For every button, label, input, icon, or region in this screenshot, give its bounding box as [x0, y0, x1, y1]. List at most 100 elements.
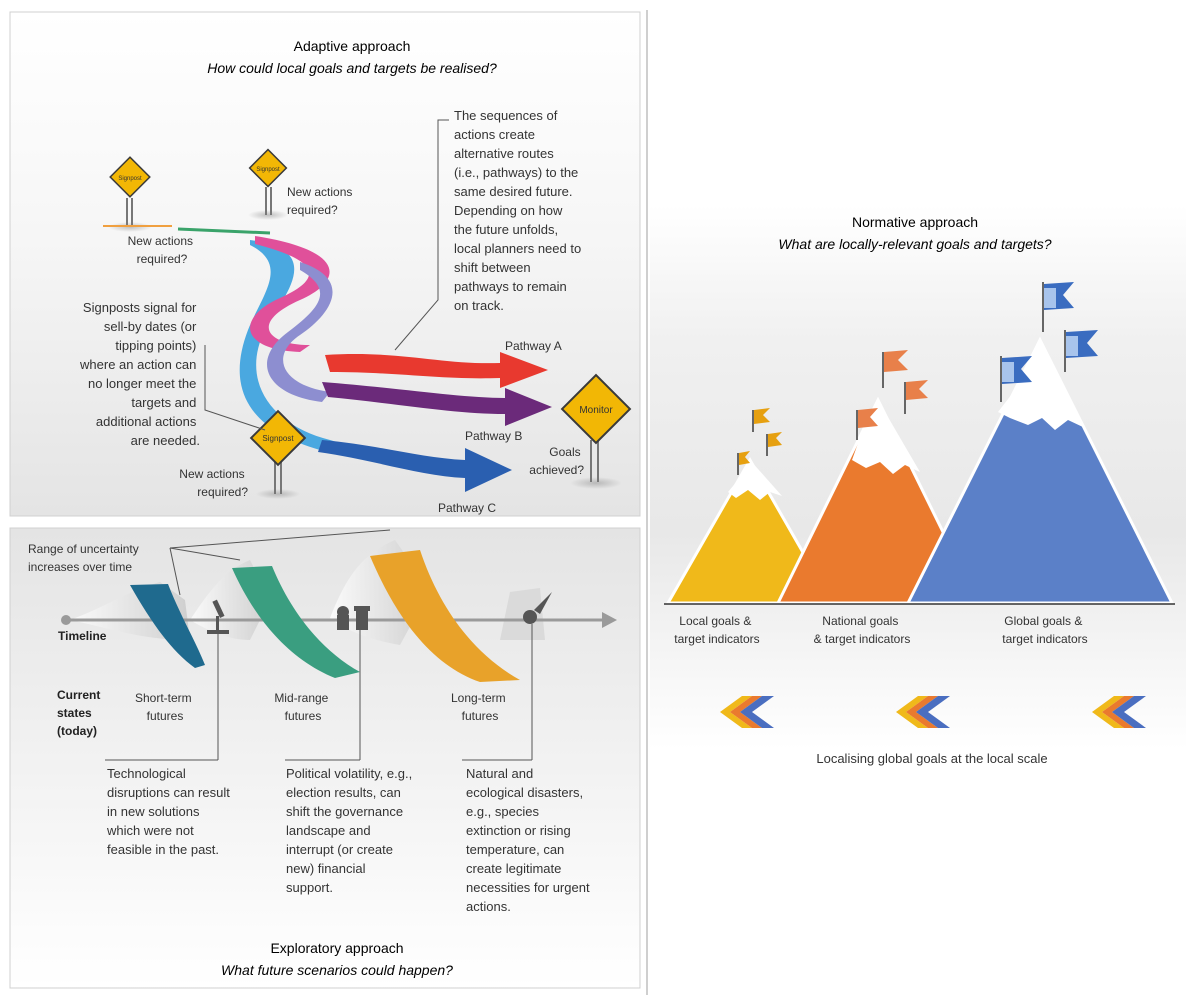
natural-note: Natural and ecological disasters, e.g., …: [466, 766, 593, 914]
signpost-3-pole: [274, 462, 276, 494]
flag-pole: [904, 382, 906, 414]
signposts-note-line-2: sell-by dates (or: [104, 319, 197, 334]
flag-icon-local-3: [766, 432, 782, 456]
political-note: Political volatility, e.g., election res…: [286, 766, 416, 895]
new-actions-2-line-1: New actions: [287, 185, 352, 199]
exploratory-panel: [9, 527, 641, 989]
chevron-left-icon-3: [1092, 696, 1146, 728]
short-term-ribbon: [130, 584, 205, 668]
current-states-line-1: Current: [57, 688, 100, 702]
sequences-note-line-9: shift between: [454, 260, 531, 275]
national-goals-label: National goals & target indicators: [814, 614, 911, 646]
flag-pole: [1042, 282, 1044, 332]
flag-icon-global-2: [1000, 356, 1032, 402]
political-note-line-1: Political volatility, e.g.,: [286, 766, 412, 781]
range-note-pointer: [169, 547, 181, 596]
natural-note-line-6: create legitimate: [466, 861, 561, 876]
tech-note-line-3: in new solutions: [107, 804, 200, 819]
national-label-line-1: National goals: [822, 614, 898, 628]
sequences-note-line-6: Depending on how: [454, 203, 563, 218]
political-note-line-5: interrupt (or create: [286, 842, 393, 857]
signpost-2-pole: [265, 187, 267, 215]
uncertainty-cone-4: [500, 588, 545, 640]
political-note-line-4: landscape and: [286, 823, 371, 838]
signposts-note-pointer: [204, 345, 266, 431]
flag-pole: [856, 410, 858, 440]
timeline-arrowhead: [602, 612, 617, 628]
signpost-3-label: Signpost: [262, 434, 294, 443]
national-label-line-2: & target indicators: [814, 632, 911, 646]
natural-note-line-5: temperature, can: [466, 842, 564, 857]
adaptive-subtitle: How could local goals and targets be rea…: [207, 60, 497, 76]
local-mountain-body: [665, 456, 835, 605]
signposts-note: Signposts signal for sell-by dates (or t…: [79, 300, 200, 448]
flag-cloth: [906, 380, 928, 400]
chess-rook: [356, 610, 368, 630]
flag-icon-national-1: [856, 408, 878, 440]
flag-pole: [882, 352, 884, 388]
current-states-line-3: (today): [57, 724, 97, 738]
ribbon-light-blue: [239, 240, 341, 452]
tech-note-line-5: feasible in the past.: [107, 842, 219, 857]
current-states-label: Current states (today): [57, 688, 104, 738]
signposts-note-line-5: no longer meet the: [88, 376, 196, 391]
timeline-origin: [61, 615, 71, 625]
flag-icon-local-1: [737, 451, 750, 475]
monitor-sign-diamond: [560, 373, 632, 445]
goals-achieved-line-1: Goals: [549, 445, 580, 459]
signposts-note-line-1: Signposts signal for: [83, 300, 197, 315]
political-note-line-3: shift the governance: [286, 804, 403, 819]
sequences-note-line-5: same desired future.: [454, 184, 573, 199]
tech-note-line-2: disruptions can result: [107, 785, 230, 800]
monitor-sign: Monitor: [560, 373, 632, 489]
political-note-line-7: support.: [286, 880, 333, 895]
signposts-note-line-6: targets and: [131, 395, 196, 410]
chess-knight-body: [337, 615, 349, 630]
short-term-line-1: Short-term: [135, 691, 192, 705]
mid-range-ribbon: [232, 566, 360, 678]
current-states-line-2: states: [57, 706, 92, 720]
pathway-b-label: Pathway B: [465, 429, 522, 443]
pathway-c-arrow: [318, 440, 512, 492]
goals-achieved-line-2: achieved?: [529, 463, 584, 477]
national-mountain-body: [775, 396, 981, 605]
sequences-note-line-2: actions create: [454, 127, 535, 142]
long-term-line-1: Long-term: [451, 691, 506, 705]
natural-note-line-7: necessities for urgent: [466, 880, 590, 895]
pathway-b-arrow: [322, 382, 552, 426]
normative-subtitle: What are locally-relevant goals and targ…: [778, 236, 1051, 252]
exploratory-subtitle: What future scenarios could happen?: [221, 962, 453, 978]
signpost-1-label: Signpost: [118, 176, 142, 182]
short-term-label: Short-term futures: [135, 691, 195, 723]
mid-range-line-2: futures: [285, 709, 322, 723]
long-term-ribbon: [370, 550, 520, 682]
flag-cloth: [739, 451, 750, 465]
signpost-3: Signpost: [249, 409, 307, 499]
chevron-yellow: [1092, 696, 1124, 728]
sequences-note-pointer: [394, 119, 449, 351]
signpost-3-shadow: [256, 489, 300, 499]
flag-icon-national-3: [904, 380, 928, 414]
new-actions-3-line-2: required?: [197, 485, 248, 499]
tech-note: Technological disruptions can result in …: [106, 766, 233, 857]
new-actions-2-line-2: required?: [287, 203, 338, 217]
monitor-sign-pole: [590, 440, 592, 482]
start-line-green: [177, 227, 271, 235]
chess-pieces-icon: [337, 606, 370, 630]
flag-pole: [766, 434, 768, 456]
new-actions-label-3: New actions required?: [179, 467, 248, 499]
sequences-note: The sequences of actions create alternat…: [454, 108, 585, 313]
local-mountain: [665, 456, 835, 605]
goals-achieved-label: Goals achieved?: [529, 445, 584, 477]
flag-icon-local-2: [752, 408, 770, 432]
ribbon-lavender: [267, 262, 333, 402]
new-actions-1-line-2: required?: [137, 252, 188, 266]
range-note-line-2: increases over time: [28, 560, 132, 574]
short-term-line-2: futures: [147, 709, 184, 723]
new-actions-label-1: New actions required?: [128, 234, 197, 266]
signpost-1-pole-b: [131, 198, 133, 226]
flag-pole: [1064, 330, 1066, 372]
sequences-note-line-10: pathways to remain: [454, 279, 567, 294]
pathway-a-label: Pathway A: [505, 339, 562, 353]
local-mountain-snow: [728, 460, 782, 500]
